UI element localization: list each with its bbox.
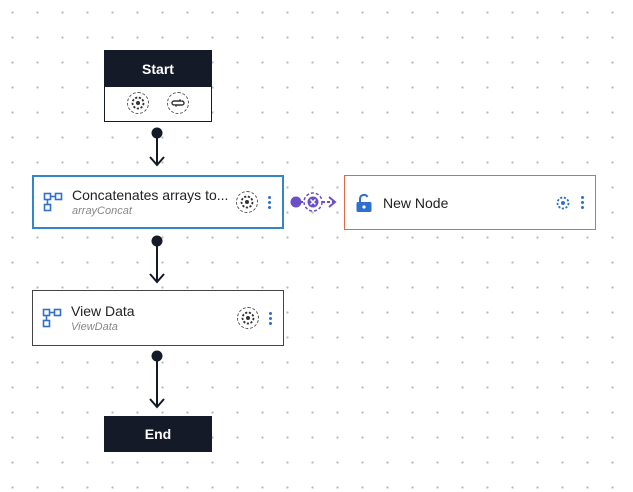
node-subtitle: ViewData <box>71 321 118 333</box>
settings-gear-icon[interactable] <box>555 195 571 211</box>
flow-node-icon <box>42 191 64 213</box>
node-title: New Node <box>383 194 449 211</box>
node-subtitle: arrayConcat <box>72 205 132 217</box>
loop-icon[interactable] <box>167 92 189 114</box>
new-node[interactable]: New Node <box>344 175 596 230</box>
end-label: End <box>144 426 172 442</box>
lock-icon <box>353 192 375 214</box>
settings-gear-icon[interactable] <box>236 191 258 213</box>
node-title: View Data <box>71 303 135 319</box>
more-options-icon[interactable] <box>267 311 273 325</box>
concat-node[interactable]: Concatenates arrays to... arrayConcat <box>32 175 284 229</box>
connector-viewdata-to-end[interactable] <box>149 350 165 409</box>
end-node[interactable]: End <box>104 416 212 452</box>
settings-gear-icon[interactable] <box>237 307 259 329</box>
start-label: Start <box>105 51 211 87</box>
more-options-icon[interactable] <box>579 196 585 209</box>
flow-node-icon <box>41 307 63 329</box>
connector-concat-to-viewdata[interactable] <box>149 235 165 284</box>
connector-concat-to-newnode[interactable] <box>290 192 337 212</box>
start-node[interactable]: Start <box>104 50 212 122</box>
viewdata-node[interactable]: View Data ViewData <box>32 290 284 346</box>
connector-start-to-concat[interactable] <box>149 127 165 167</box>
node-title: Concatenates arrays to... <box>72 187 229 203</box>
settings-gear-icon[interactable] <box>127 92 149 114</box>
more-options-icon[interactable] <box>266 195 272 209</box>
